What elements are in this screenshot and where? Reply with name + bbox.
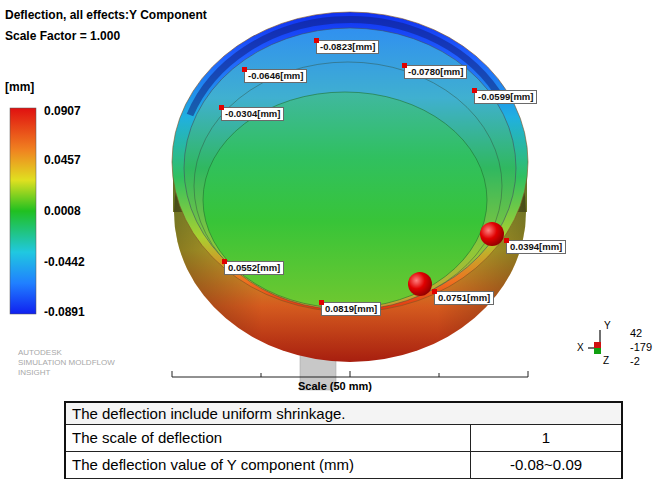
watermark: INSIGHT <box>18 368 50 377</box>
callout-box: -0.0304[mm] <box>221 107 284 121</box>
view-angle: -179 <box>630 341 652 353</box>
unit-label: [mm] <box>5 80 34 94</box>
axis-label: Y <box>604 320 611 331</box>
axis-label: Z <box>603 355 609 366</box>
scale-value: 0.0008 <box>44 204 81 218</box>
callout-value: 0.0751[mm] <box>438 292 490 303</box>
probe-marker <box>432 289 437 294</box>
table-cell: -0.08~0.09 <box>470 451 622 479</box>
table-cell: The deflection value of Y component (mm) <box>65 451 471 479</box>
probe-marker <box>219 105 224 110</box>
probe-marker <box>504 238 509 243</box>
scale-value: 0.0457 <box>44 153 81 167</box>
callout-box: -0.0823[mm] <box>316 40 379 54</box>
callout-value: -0.0780[mm] <box>408 66 463 77</box>
callout-box: 0.0394[mm] <box>506 240 566 254</box>
callout-value: -0.0599[mm] <box>478 91 533 102</box>
probe-marker <box>314 38 319 43</box>
callout-value: 0.0552[mm] <box>228 262 280 273</box>
callout-box: 0.0751[mm] <box>434 291 494 305</box>
probe-marker <box>472 88 477 93</box>
table-cell: 1 <box>470 424 622 452</box>
watermark: SIMULATION MOLDFLOW <box>18 358 115 367</box>
probe-marker <box>402 63 407 68</box>
probe-marker <box>319 300 324 305</box>
callout-value: -0.0304[mm] <box>225 108 280 119</box>
callout-value: -0.0646[mm] <box>248 70 303 81</box>
callout-value: 0.0394[mm] <box>510 241 562 252</box>
callout-box: -0.0646[mm] <box>244 69 307 83</box>
axis-label: X <box>577 342 584 353</box>
scale-value: 0.0907 <box>44 104 81 118</box>
view-angle: -2 <box>630 355 640 367</box>
scale-bar-label: Scale (50 mm) <box>298 380 372 392</box>
table-cell: The scale of deflection <box>65 424 471 452</box>
probe-marker <box>242 67 247 72</box>
watermark: AUTODESK <box>18 348 62 357</box>
view-angle: 42 <box>630 327 642 339</box>
callout-box: -0.0780[mm] <box>404 65 467 79</box>
scale-value: -0.0442 <box>44 255 85 269</box>
callout-box: -0.0599[mm] <box>474 90 537 104</box>
probe-marker <box>222 259 227 264</box>
table-cell: The deflection include uniform shrinkage… <box>65 402 622 425</box>
callout-box: 0.0819[mm] <box>321 302 381 316</box>
callout-box: 0.0552[mm] <box>224 261 284 275</box>
callout-value: -0.0823[mm] <box>320 41 375 52</box>
plot-title: Deflection, all effects:Y Component <box>5 8 207 22</box>
callout-value: 0.0819[mm] <box>325 303 377 314</box>
scale-value: -0.0891 <box>44 305 85 319</box>
scale-factor: Scale Factor = 1.000 <box>5 29 120 43</box>
